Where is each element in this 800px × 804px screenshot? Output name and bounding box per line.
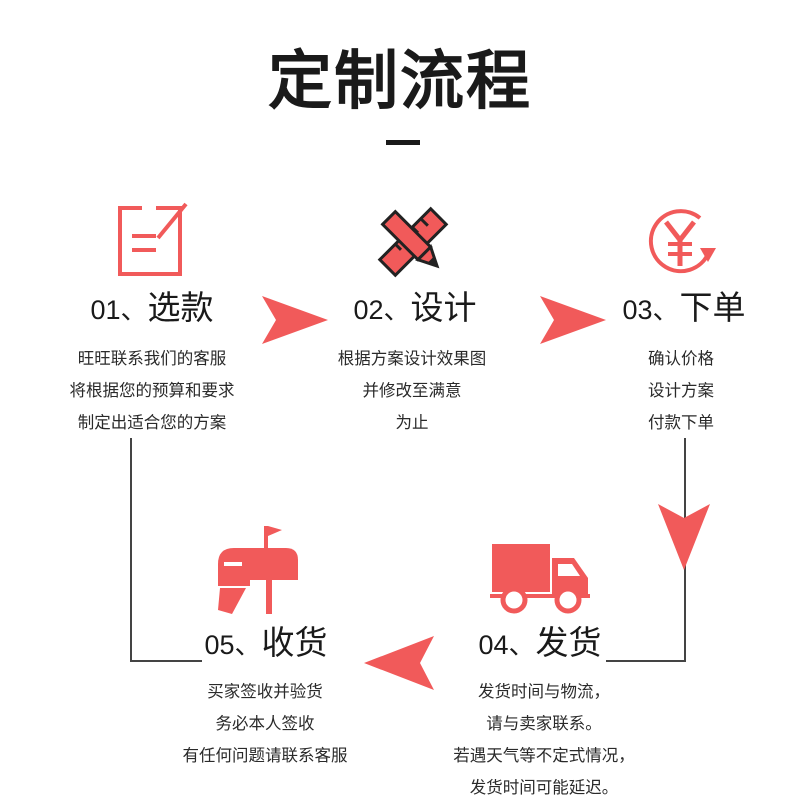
pencil-ruler-icon — [374, 206, 452, 278]
connector-line-left-horizontal — [130, 660, 202, 662]
title-underline — [386, 140, 420, 145]
arrow-left — [364, 636, 434, 694]
step-description-5: 买家签收并验货 务必本人签收 有任何问题请联系客服 — [182, 682, 348, 765]
step-description-2: 根据方案设计效果图 并修改至满意 为止 — [337, 349, 487, 432]
page-title: 定制流程 — [268, 45, 532, 119]
arrow-right-2 — [540, 296, 606, 348]
arrow-right-1 — [262, 296, 328, 348]
yen-refresh-icon — [640, 204, 724, 280]
mailbox-icon — [212, 524, 304, 616]
step-description-1: 旺旺联系我们的客服 将根据您的预算和要求 制定出适合您的方案 — [69, 349, 235, 432]
step-description-3: 确认价格 设计方案 付款下单 — [648, 349, 714, 432]
step-title-2: 02、设计 — [353, 288, 477, 327]
delivery-truck-icon — [488, 538, 592, 614]
edit-document-icon — [112, 198, 192, 280]
connector-line-right-horizontal — [606, 660, 686, 662]
step-title-4: 04、发货 — [478, 623, 602, 662]
step-title-3: 03、下单 — [622, 288, 746, 327]
step-description-4: 发货时间与物流， 请与卖家联系。 若遇天气等不定式情况， 发货时间可能延迟。 — [453, 682, 635, 797]
connector-line-left-vertical — [130, 438, 132, 662]
arrow-down — [658, 504, 710, 574]
step-title-5: 05、收货 — [204, 623, 328, 662]
step-title-1: 01、选款 — [90, 288, 214, 327]
